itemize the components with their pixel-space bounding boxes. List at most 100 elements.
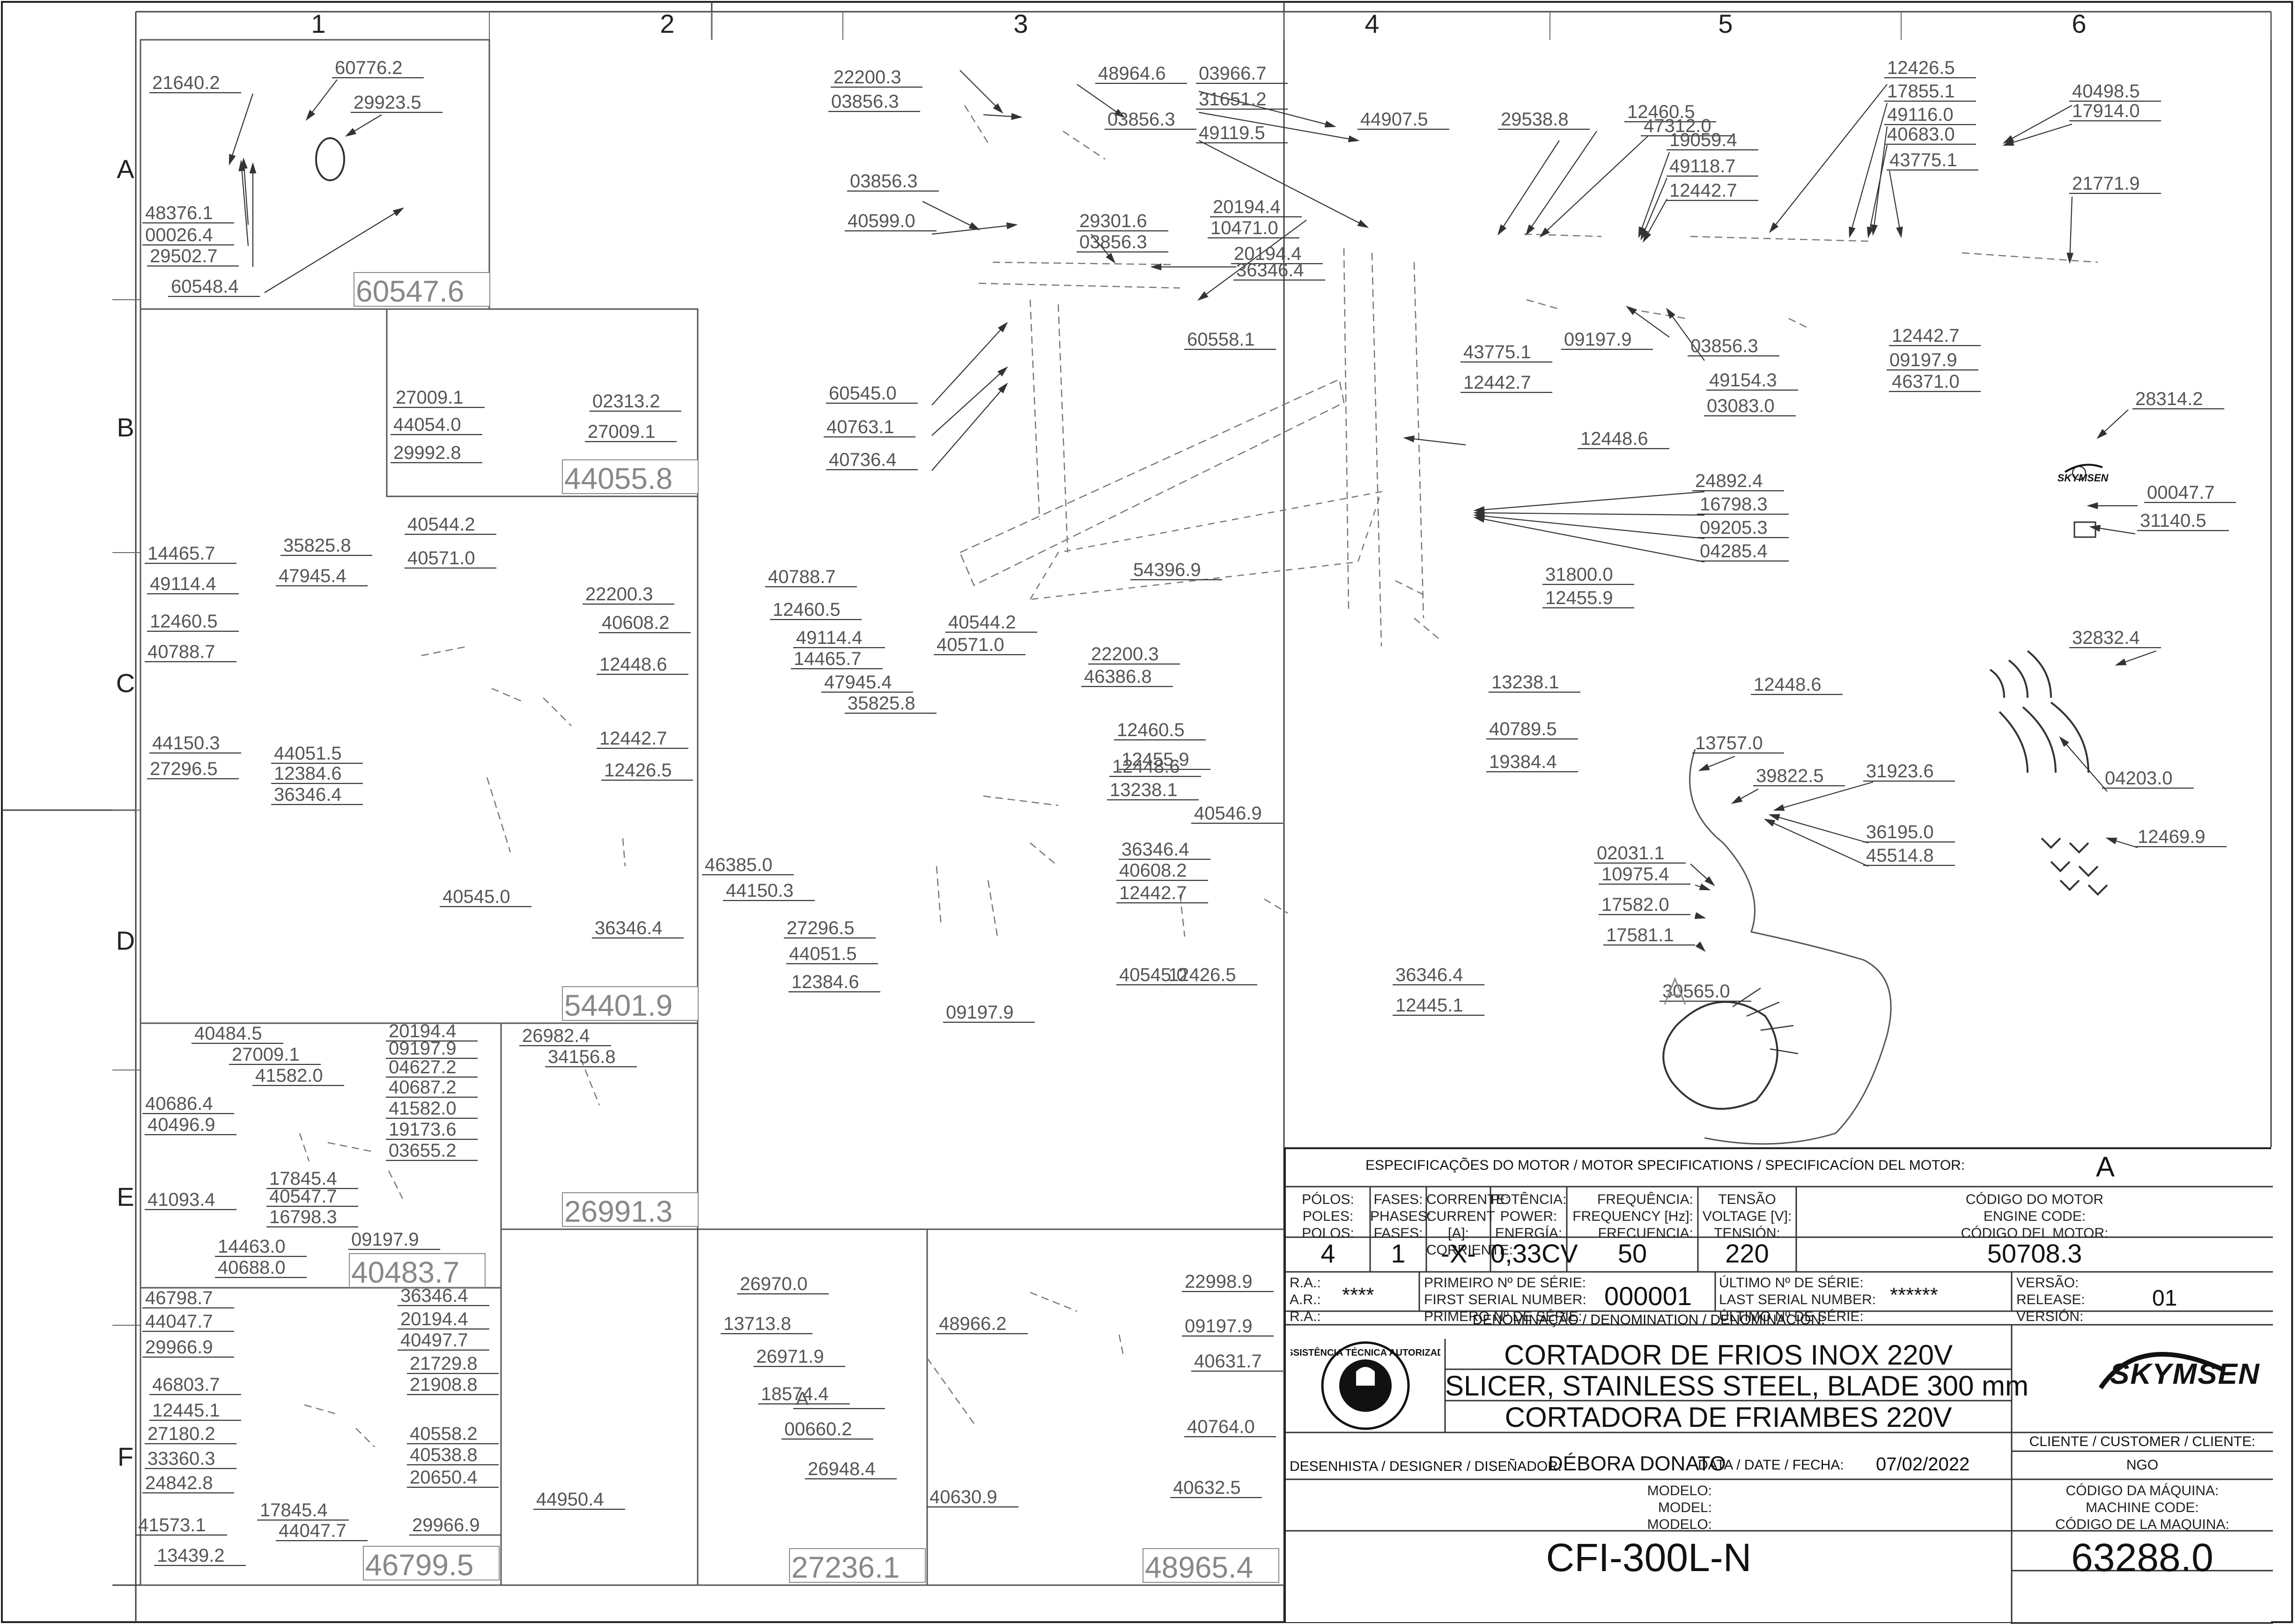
spring-arcs (1989, 650, 2089, 773)
denomination-en: SLICER, STAINLESS STEEL, BLADE 300 mm (1445, 1370, 2028, 1402)
denomination-es: CORTADORA DE FRIAMBES 220V (1505, 1402, 1952, 1433)
phases-value: 1 (1391, 1239, 1406, 1268)
part-callout: 12448.6 (1580, 428, 1648, 449)
designer-value: DÉBORA DONATO (1548, 1452, 1726, 1475)
leader-arrowhead (2089, 524, 2101, 532)
phases-label-en: PHASES: (1370, 1209, 1431, 1224)
part-callout: 40764.0 (1187, 1417, 1255, 1437)
leader-arrowhead (2087, 502, 2098, 509)
part-callout: 12445.1 (1395, 995, 1463, 1016)
denomination-pt: CORTADOR DE FRIOS INOX 220V (1504, 1339, 1953, 1371)
part-callout: 39822.5 (1756, 766, 1824, 786)
part-callout: 40571.0 (937, 635, 1004, 655)
part-callout: 40545.0 (1119, 965, 1187, 985)
part-callout: 14465.7 (148, 543, 215, 564)
leader-arrow (922, 201, 979, 230)
leader-arrow (1849, 103, 1888, 237)
brand-mark-small-text: SKYMSEN (2058, 472, 2109, 484)
leader-arrow (1540, 135, 1649, 237)
designer-label: DESENHISTA / DESIGNER / DISEÑADOR: (1290, 1459, 1562, 1474)
voltage-label: TENSÃO VOLTAGE [V]: TENSIÓN: (1698, 1191, 1796, 1242)
sub-assembly-code: 46799.5 (365, 1548, 473, 1582)
leader-arrowhead (998, 383, 1008, 394)
part-callout: 29992.8 (393, 443, 461, 463)
leader-arrow (1867, 145, 1888, 237)
leader-arrowhead (1625, 305, 1637, 315)
ra-label: R.A.: A.R.: R.A.: (1290, 1275, 1321, 1325)
part-callout: 10975.4 (1601, 864, 1669, 885)
part-callout: 19173.6 (389, 1119, 457, 1140)
motor-code-label: CÓDIGO DO MOTOR ENGINE CODE: CÓDIGO DEL … (1796, 1191, 2273, 1242)
part-callout: 35825.8 (283, 535, 351, 556)
leader-arrow (1198, 220, 1307, 300)
grid-col-label: 4 (1365, 9, 1379, 38)
grid-row-label: D (116, 926, 135, 955)
leader-arrowhead (1763, 819, 1776, 827)
leader-arrowhead (1698, 763, 1710, 771)
part-callout: 46798.7 (145, 1288, 213, 1308)
grid-row-label: E (117, 1182, 134, 1211)
part-callout: 45514.8 (1866, 845, 1934, 866)
poles-value: 4 (1320, 1239, 1335, 1268)
part-outline (978, 282, 1180, 289)
part-outline (580, 1058, 600, 1106)
version-label-pt: VERSÃO: (2016, 1275, 2079, 1291)
part-outline (622, 838, 626, 867)
grid-ticks (112, 12, 2272, 1326)
part-callout: 40546.9 (1194, 803, 1262, 824)
grid-col-label: 1 (311, 9, 325, 38)
first-serial-label-pt: PRIMEIRO Nº DE SÉRIE: (1424, 1275, 1586, 1291)
leader-arrowhead (1403, 435, 1415, 443)
part-callout: 02313.2 (592, 391, 660, 412)
part-callout: 29502.7 (150, 246, 218, 266)
leader-arrowhead (968, 222, 981, 230)
part-callout: 13238.1 (1110, 780, 1178, 800)
part-callout: 17582.0 (1601, 894, 1669, 915)
part-callout: 49118.7 (1669, 156, 1736, 177)
part-callout: 12442.7 (1119, 883, 1187, 903)
part-callout: 33360.3 (148, 1448, 215, 1469)
last-serial-label-es: ÚLTIMO Nº DE SÉRIE: (1719, 1309, 1864, 1324)
leader-arrow (1198, 140, 1368, 228)
leader-arrow (1526, 131, 1597, 235)
part-callout: 19059.4 (1669, 130, 1737, 150)
frequency-label: FREQUÊNCIA: FREQUENCY [Hz]: FRECUENCIA: (1567, 1191, 1698, 1242)
part-callout: 03856.3 (1079, 232, 1147, 252)
motor-letter: A (2096, 1151, 2115, 1182)
part-callout: 36346.4 (274, 784, 342, 805)
version-label: VERSÃO: RELEASE: VERSIÓN: (2016, 1275, 2085, 1325)
leader-arrowhead (997, 366, 1008, 377)
sub-assembly-code-boxes (349, 272, 1279, 1583)
part-callout: 12460.5 (773, 599, 841, 620)
part-callout: 40736.4 (829, 450, 897, 470)
leader-arrowhead (997, 322, 1008, 332)
part-callout: 21640.2 (152, 73, 220, 93)
part-callout: 13757.0 (1695, 733, 1763, 753)
part-callout: 40497.7 (400, 1330, 468, 1351)
sheet-motor-letter (1664, 976, 1686, 1005)
part-callout: 40484.5 (194, 1023, 262, 1044)
part-callout: 20194.4 (389, 1021, 457, 1041)
part-callout: 40608.2 (602, 613, 670, 633)
part-callout: 17845.4 (269, 1168, 337, 1189)
leader-arrow (1198, 111, 1358, 141)
part-callout: 40571.0 (407, 548, 475, 568)
ra-value: **** (1342, 1284, 1374, 1307)
leader-arrowhead (2105, 837, 2117, 845)
voltage-label-es: TENSIÓN: (1714, 1225, 1780, 1241)
grid-row-label: A (117, 154, 134, 184)
part-callout: 49114.4 (150, 574, 216, 594)
machine-code-label: CÓDIGO DA MÁQUINA: MACHINE CODE: CÓDIGO … (2012, 1483, 2273, 1533)
phases-label-pt: FASES: (1373, 1192, 1423, 1207)
voltage-value: 220 (1725, 1239, 1769, 1268)
grid-row-label: B (117, 413, 134, 442)
leader-arrowhead (1150, 263, 1162, 271)
part-callout: 43775.1 (1463, 342, 1531, 362)
leader-arrowhead (1896, 226, 1903, 238)
part-callout: 44051.5 (274, 743, 342, 764)
ra-label-pt: R.A.: (1290, 1275, 1321, 1291)
part-callout: 12384.6 (274, 763, 342, 784)
sub-assembly-code-box (363, 1546, 500, 1580)
first-serial-label-es: PRIMERO Nº DE SÉRIE: (1424, 1309, 1582, 1324)
leader-arrow (1640, 177, 1668, 239)
